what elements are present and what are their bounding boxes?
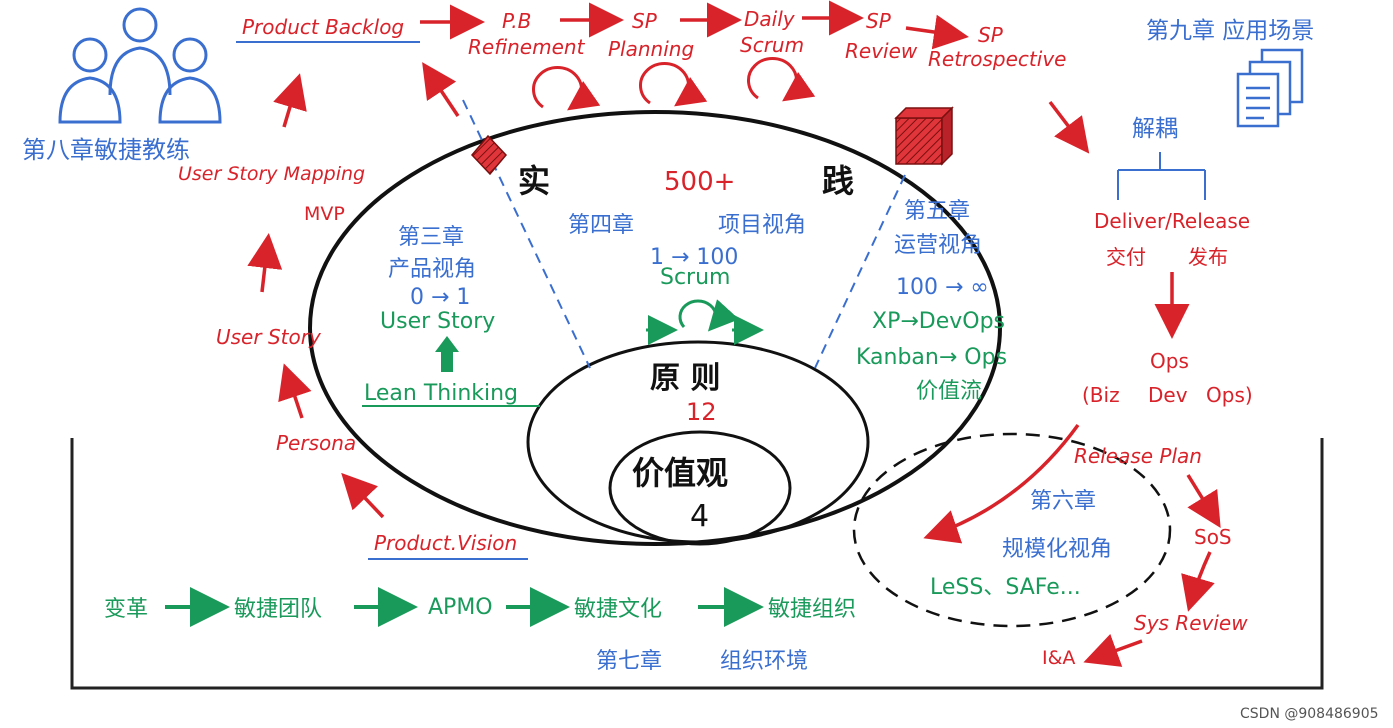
scrum-label: Scrum [660,265,730,290]
values-oval [608,430,792,546]
sp-retro-label-2: Retrospective [928,47,1066,71]
chapter6-view: 规模化视角 [1002,537,1112,562]
sp-planning-label-2: Planning [608,37,694,61]
bottom-item-agile-org: 敏捷组织 [768,597,856,622]
user-story-label: User Story [216,325,322,349]
release-plan-label: Release Plan [1074,444,1202,468]
chapter3-range: 0 → 1 [410,285,470,310]
deliver-cn-label: 交付 [1106,245,1146,269]
values-label: 价值观 [632,454,728,492]
kanban-ops-label: Kanban→ Ops [856,345,1007,370]
user-story-green-label: User Story [380,309,495,334]
principles-count: 12 [686,398,717,426]
daily-scrum-label-2: Scrum [740,33,804,57]
chapter3-view: 产品视角 [388,257,476,282]
base-container [70,438,1324,690]
pb-refinement-label-1: P.B [502,9,531,33]
ia-label: I&A [1042,647,1075,669]
chapter9-label: 第九章 应用场景 [1146,18,1314,44]
user-story-mapping-label: User Story Mapping [178,163,365,185]
sp-review-label-2: Review [845,39,918,63]
chapter3-title: 第三章 [398,225,464,250]
value-stream-label: 价值流 [916,379,982,404]
sys-review-label: Sys Review [1134,611,1248,635]
product-vision-label: Product.Vision [374,531,517,555]
ops2-label: Ops) [1206,383,1253,407]
lean-thinking-label: Lean Thinking [364,381,518,406]
top-flow-arrows [420,0,1090,154]
sp-retro-label-1: SP [978,23,1004,47]
daily-scrum-label-1: Daily [744,7,796,31]
left-flow-arrows [247,62,460,519]
product-backlog-label: Product Backlog [242,15,404,39]
chapter6-title: 第六章 [1030,489,1096,514]
agile-coach-people-icon [58,7,222,124]
chapter8-label: 第八章敏捷教练 [22,136,190,164]
iteration-loops [532,56,816,111]
divider-right [814,174,906,369]
csdn-watermark: CSDN @908486905 [1240,706,1379,722]
decouple-label: 解耦 [1132,116,1178,142]
chapter6-dashed-circle [852,432,1172,628]
dev-label: Dev [1148,383,1188,407]
org-env-label: 组织环境 [720,649,808,674]
sp-planning-label-1: SP [632,9,658,33]
bottom-item-agile-team: 敏捷团队 [234,597,322,622]
chapter5-title: 第五章 [904,199,970,224]
sos-label: SoS [1194,525,1232,549]
bottom-item-transform: 变革 [104,597,148,622]
principles-oval [526,340,870,544]
practice-count: 500+ [664,167,735,197]
deliver-release-label: Deliver/Release [1094,209,1250,233]
principles-label: 原 则 [650,361,720,396]
chapter7-title: 第七章 [596,649,662,674]
practice-jian: 践 [822,162,854,200]
chapter5-range: 100 → ∞ [896,275,989,300]
scrum-loop [646,299,764,345]
chapter4-title: 第四章 [568,213,634,238]
chapter4-view: 项目视角 [718,213,806,238]
pb-refinement-label-2: Refinement [468,35,586,59]
biz-label: (Biz [1082,383,1120,407]
xp-devops-label: XP→DevOps [872,309,1005,334]
divider-left [462,99,591,369]
mvp-label: MVP [304,203,345,225]
practice-oval [308,110,1002,546]
chapter5-view: 运营视角 [894,233,982,258]
hatched-diamond [470,134,508,176]
documents-icon [1236,48,1304,128]
chapter6-frameworks: LeSS、SAFe... [930,575,1081,600]
bottom-item-agile-culture: 敏捷文化 [574,597,662,622]
lean-to-story-arrow [435,336,459,372]
practice-shi: 实 [518,162,550,200]
values-count: 4 [690,499,709,534]
hatched-cube [894,106,954,166]
persona-label: Persona [276,431,356,455]
chapter4-range: 1 → 100 [650,245,738,270]
decouple-tree [1117,152,1206,200]
sp-review-label-1: SP [866,9,892,33]
release-cn-label: 发布 [1188,245,1228,269]
bottom-item-apmo: APMO [428,595,493,620]
ops-label: Ops [1150,349,1189,373]
right-flow-arrows [923,272,1221,667]
